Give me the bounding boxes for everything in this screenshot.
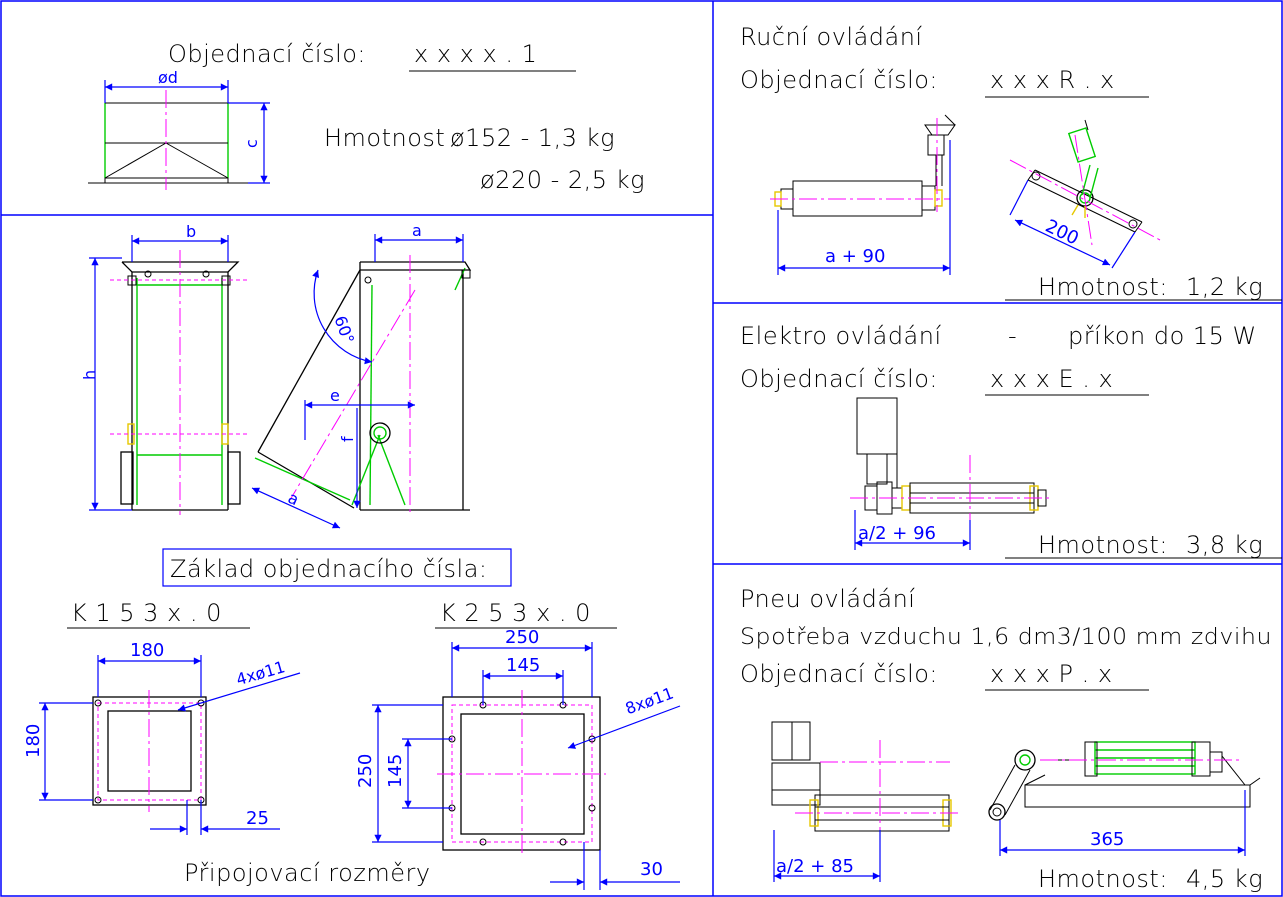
manual-order-label: Objednací číslo: [740,66,938,94]
base-order-box [162,548,512,587]
dim-c: c [242,139,261,148]
electric-drive-drawing [850,397,1050,550]
weight-line-1: ø152 - 1,3 kg [450,124,615,152]
electric-order-code: x x x E . x [990,365,1113,393]
dim-diameter-d: ød [158,68,178,87]
panel-spigot: Objednací číslo: x x x x . 1 ød c Hmotno… [88,40,645,194]
electric-weight-label: Hmotnost: [1038,531,1168,559]
electric-weight: 3,8 kg [1186,531,1263,559]
electric-order-label: Objednací číslo: [740,365,938,393]
f1-side-dim: 180 [23,724,44,758]
code-k15: K 1 5 3 x . 0 [71,599,222,627]
dim-h: h [80,370,99,380]
f2-top-dim: 250 [505,627,539,648]
front-view [89,235,250,515]
pneu-title: Pneu ovládání [740,585,915,613]
weight-label: Hmotnost : [324,124,462,152]
pneu-dim: a/2 + 85 [776,856,854,877]
pneu-consumption: Spotřeba vzduchu 1,6 dm3/100 mm zdvihu [740,625,1272,650]
panel-pneu: Pneu ovládání Spotřeba vzduchu 1,6 dm3/1… [740,585,1272,893]
pneu-drive-drawing [771,721,1261,882]
flange-250 [372,642,681,890]
dim-a-top: a [412,221,422,240]
dim-f: f [338,436,357,442]
order-number-label: Objednací číslo: [168,40,366,68]
dim-b: b [186,222,196,241]
electric-dim: a/2 + 96 [858,523,936,544]
manual-drive-drawing [770,114,1161,275]
manual-dim-200: 200 [1042,216,1082,250]
spigot-drawing [88,80,270,190]
dim-angle: 60° [331,313,359,346]
manual-dim-a90: a + 90 [825,246,885,267]
panel-electric: Elektro ovládání - příkon do 15 W Objedn… [740,322,1282,559]
f2-side-dim: 250 [355,754,376,788]
side-view [251,234,472,529]
electric-dash: - [1008,322,1017,350]
flange-180 [39,655,301,835]
manual-title: Ruční ovládání [740,23,923,51]
dim-e: e [330,386,340,405]
f2-inner-dim: 145 [506,655,540,676]
panel-manual: Ruční ovládání Objednací číslo: x x x R … [740,23,1282,301]
f2-bottom-dim: 30 [640,859,663,880]
dim-a-side: a [285,488,302,509]
f2-holes: 8xø11 [623,683,676,718]
pneu-weight: 4,5 kg [1186,865,1263,893]
pneu-order-code: x x x P . x [990,660,1113,688]
pneu-order-label: Objednací číslo: [740,660,938,688]
f1-bottom-dim: 25 [246,808,269,829]
manual-order-code: x x x R . x [990,66,1115,94]
electric-title: Elektro ovládání [740,322,942,350]
base-order-label: Základ objednacího čísla: [170,555,488,583]
manual-weight-label: Hmotnost: [1038,273,1168,301]
code-k25: K 2 5 3 x . 0 [440,599,591,627]
f2-side-inner-dim: 145 [385,754,406,788]
f1-top-dim: 180 [130,640,164,661]
weight-line-2: ø220 - 2,5 kg [480,166,645,194]
connection-dims-caption: Připojovací rozměry [184,859,431,887]
pneu-dim-365: 365 [1090,829,1124,850]
order-number-code: x x x x . 1 [414,40,537,68]
manual-weight: 1,2 kg [1186,273,1263,301]
panel-main: b h [23,221,681,890]
pneu-weight-label: Hmotnost: [1038,865,1168,893]
electric-power: příkon do 15 W [1068,322,1257,350]
